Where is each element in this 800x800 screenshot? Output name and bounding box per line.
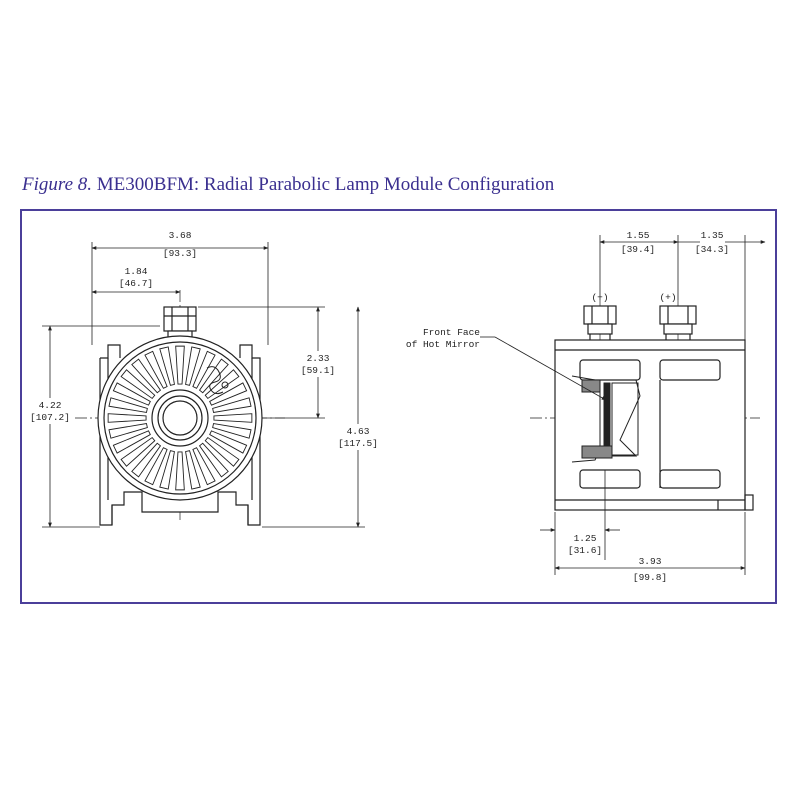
front-view	[75, 290, 285, 526]
terminal-negative-label: (−)	[591, 292, 608, 303]
dim-length-overall-in: 3.93	[639, 556, 662, 567]
dim-length-overall-mm: [99.8]	[633, 572, 667, 583]
callout-hot-mirror: of Hot Mirror	[406, 339, 480, 350]
radial-fin	[185, 450, 201, 490]
figure-caption: Figure 8. ME300BFM: Radial Parabolic Lam…	[22, 174, 782, 202]
radial-fin	[175, 345, 185, 385]
dim-width-center-in: 1.84	[125, 266, 148, 277]
front-lamp-ring-outer	[151, 389, 209, 447]
dim-front-offset-in: 1.25	[574, 533, 597, 544]
terminal-positive-label: (+)	[659, 292, 676, 303]
dim-height-center-in: 2.33	[307, 353, 330, 364]
radial-fin	[198, 442, 229, 478]
dim-terminal-spacing-in: 1.55	[627, 230, 650, 241]
dim-width-overall-in: 3.68	[169, 230, 192, 241]
dim-height-left-in: 4.22	[39, 400, 62, 411]
radial-fin	[198, 358, 229, 394]
radial-fin	[107, 413, 147, 423]
radial-fin	[159, 450, 175, 490]
radial-fin	[212, 397, 252, 413]
radial-fin	[209, 382, 248, 406]
radial-fin	[131, 358, 162, 394]
radial-fin	[185, 346, 201, 386]
dim-terminal-offset-in: 1.35	[701, 230, 724, 241]
radial-fin	[131, 442, 162, 478]
dim-height-overall-in: 4.63	[347, 426, 370, 437]
dim-terminal-spacing-mm: [39.4]	[621, 244, 655, 255]
radial-fin	[212, 423, 252, 439]
figure-label: Figure 8.	[22, 174, 93, 195]
front-dimensions	[42, 242, 365, 528]
radial-fins	[107, 345, 253, 491]
dim-height-left-mm: [107.2]	[30, 412, 70, 423]
hot-mirror	[571, 375, 641, 463]
front-dimension-labels: 3.68 [93.3] 1.84 [46.7] 4.22 [107.2] 2.3…	[30, 230, 380, 450]
radial-fin	[175, 451, 185, 491]
dim-height-overall-mm: [117.5]	[338, 438, 378, 449]
radial-fin	[209, 430, 248, 454]
radial-fin	[120, 369, 156, 400]
side-view	[530, 300, 760, 511]
radial-fin	[204, 436, 240, 467]
side-dimensions	[480, 235, 766, 575]
terminal-positive	[659, 305, 697, 340]
dim-height-center-mm: [59.1]	[301, 365, 335, 376]
radial-fin	[108, 397, 148, 413]
radial-fin	[144, 447, 168, 486]
dim-front-offset-mm: [31.6]	[568, 545, 602, 556]
front-spring-detail	[206, 366, 229, 395]
radial-fin	[112, 382, 151, 406]
radial-fin	[192, 350, 216, 389]
radial-fin	[213, 413, 253, 423]
radial-fin	[159, 346, 175, 386]
side-dimension-labels: 1.55 [39.4] 1.35 [34.3] (−) (+) Front Fa…	[406, 230, 729, 583]
callout-front-face: Front Face	[423, 327, 480, 338]
dim-terminal-offset-mm: [34.3]	[695, 244, 729, 255]
dim-width-center-mm: [46.7]	[119, 278, 153, 289]
figure-title: ME300BFM: Radial Parabolic Lamp Module C…	[96, 174, 555, 195]
radial-fin	[144, 350, 168, 389]
radial-fin	[108, 423, 148, 439]
radial-fin	[112, 430, 151, 454]
radial-fin	[192, 447, 216, 486]
radial-fin	[120, 436, 156, 467]
side-body	[554, 339, 746, 511]
dim-width-overall-mm: [93.3]	[163, 248, 197, 259]
terminal-negative	[583, 305, 617, 340]
